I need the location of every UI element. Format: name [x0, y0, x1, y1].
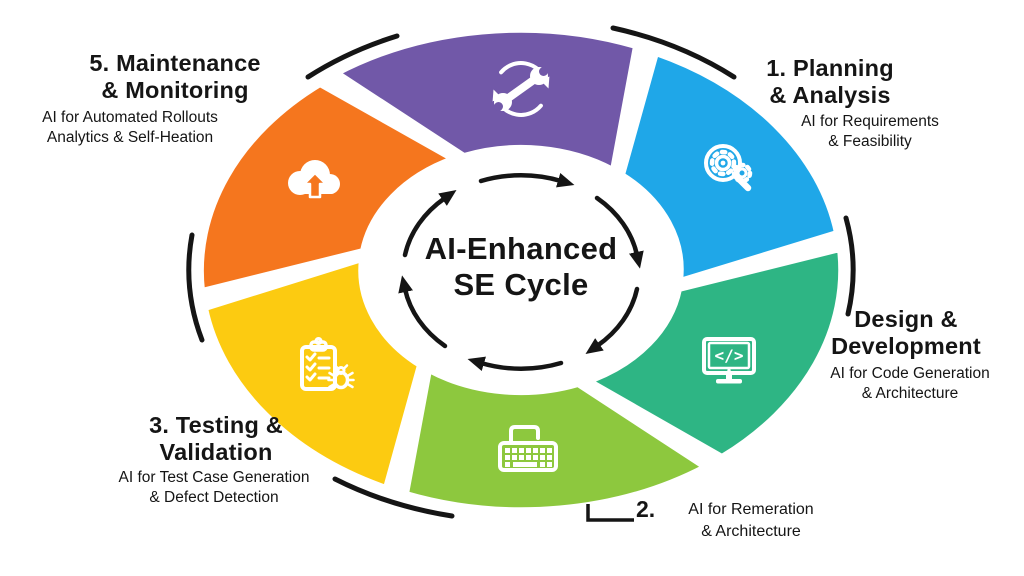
monitor-code-icon: </>	[702, 337, 756, 384]
outer-accent-arcs	[186, 25, 856, 519]
segment-rotation	[334, 26, 639, 173]
testing-title-line1: 3. Testing &	[149, 412, 283, 438]
maintenance-title-line2: & Monitoring	[101, 77, 249, 104]
label-design: Design & Development	[792, 306, 1020, 361]
cycle-arrow-lower-right	[585, 286, 640, 354]
testing-sub-line2: & Defect Detection	[149, 489, 279, 507]
planning-title-line1: 1. Planning	[766, 55, 894, 81]
label-implementation-sub: AI for Remeration & Architecture	[660, 499, 842, 542]
cycle-arrow-top	[478, 172, 575, 188]
design-sub-line1: AI for Code Generation	[830, 365, 990, 382]
label-planning: 1. Planning & Analysis	[705, 55, 955, 110]
label-maintenance: 5. Maintenance & Monitoring	[25, 50, 325, 105]
accent-arc-left	[186, 232, 205, 343]
cloud-upload-icon	[288, 160, 340, 199]
design-sub-line2: & Architecture	[861, 385, 959, 403]
label-testing-sub: AI for Test Case Generation & Defect Det…	[80, 468, 348, 509]
testing-sub-line1: AI for Test Case Generation	[118, 469, 310, 486]
maintenance-title-line1: 5. Maintenance	[89, 50, 261, 76]
design-title-line1: Design &	[854, 306, 958, 332]
cycle-arrow-upper-right	[594, 195, 644, 269]
implementation-sub-line1: AI for Remeration	[688, 501, 814, 518]
cycle-arrow-bottom	[467, 356, 564, 372]
planning-title-line2: & Analysis	[769, 82, 891, 109]
clipboard-bug-icon	[300, 337, 355, 391]
planning-sub-line1: AI for Requirements	[801, 113, 939, 130]
wrench-cycle-icon	[492, 61, 550, 117]
design-title-line2: Development	[831, 333, 981, 360]
cycle-arrow-lower-left	[398, 275, 448, 349]
keyboard-icon	[498, 425, 558, 472]
accent-arc-bottom	[332, 476, 455, 519]
center-title-line2: SE Cycle	[453, 266, 589, 302]
center-title-line1: AI-Enhanced	[424, 231, 618, 266]
maintenance-sub-line1: AI for Automated Rollouts	[42, 109, 218, 126]
accent-arc-top-left	[305, 33, 400, 80]
upload-arrow	[302, 171, 328, 199]
svg-text:</>: </>	[715, 346, 744, 365]
planning-sub-line2: & Feasibility	[828, 133, 912, 151]
segment-implementation	[403, 367, 708, 514]
bracket-line	[586, 504, 634, 522]
implementation-number: 2.	[636, 496, 656, 522]
accent-arc-right	[843, 215, 856, 317]
maintenance-sub-line2: Analytics & Self-Heation	[46, 129, 214, 147]
ring-segments	[197, 26, 845, 514]
cycle-arrow-upper-left	[402, 190, 457, 258]
implementation-sub-line2: & Architecture	[701, 522, 801, 540]
segment-testing	[202, 256, 423, 491]
label-design-sub: AI for Code Generation & Architecture	[796, 364, 1024, 405]
center-cycle-arrows	[398, 172, 644, 372]
center-title: AI-Enhanced SE Cycle	[371, 231, 671, 303]
segment-design	[586, 246, 845, 460]
accent-arc-top-right	[610, 25, 737, 80]
magnifier-gears-icon	[704, 144, 753, 192]
label-maintenance-sub: AI for Automated Rollouts Analytics & Se…	[0, 108, 260, 149]
testing-title-line2: Validation	[159, 439, 273, 466]
label-testing: 3. Testing & Validation	[85, 412, 347, 467]
label-planning-sub: AI for Requirements & Feasibility	[755, 112, 985, 153]
